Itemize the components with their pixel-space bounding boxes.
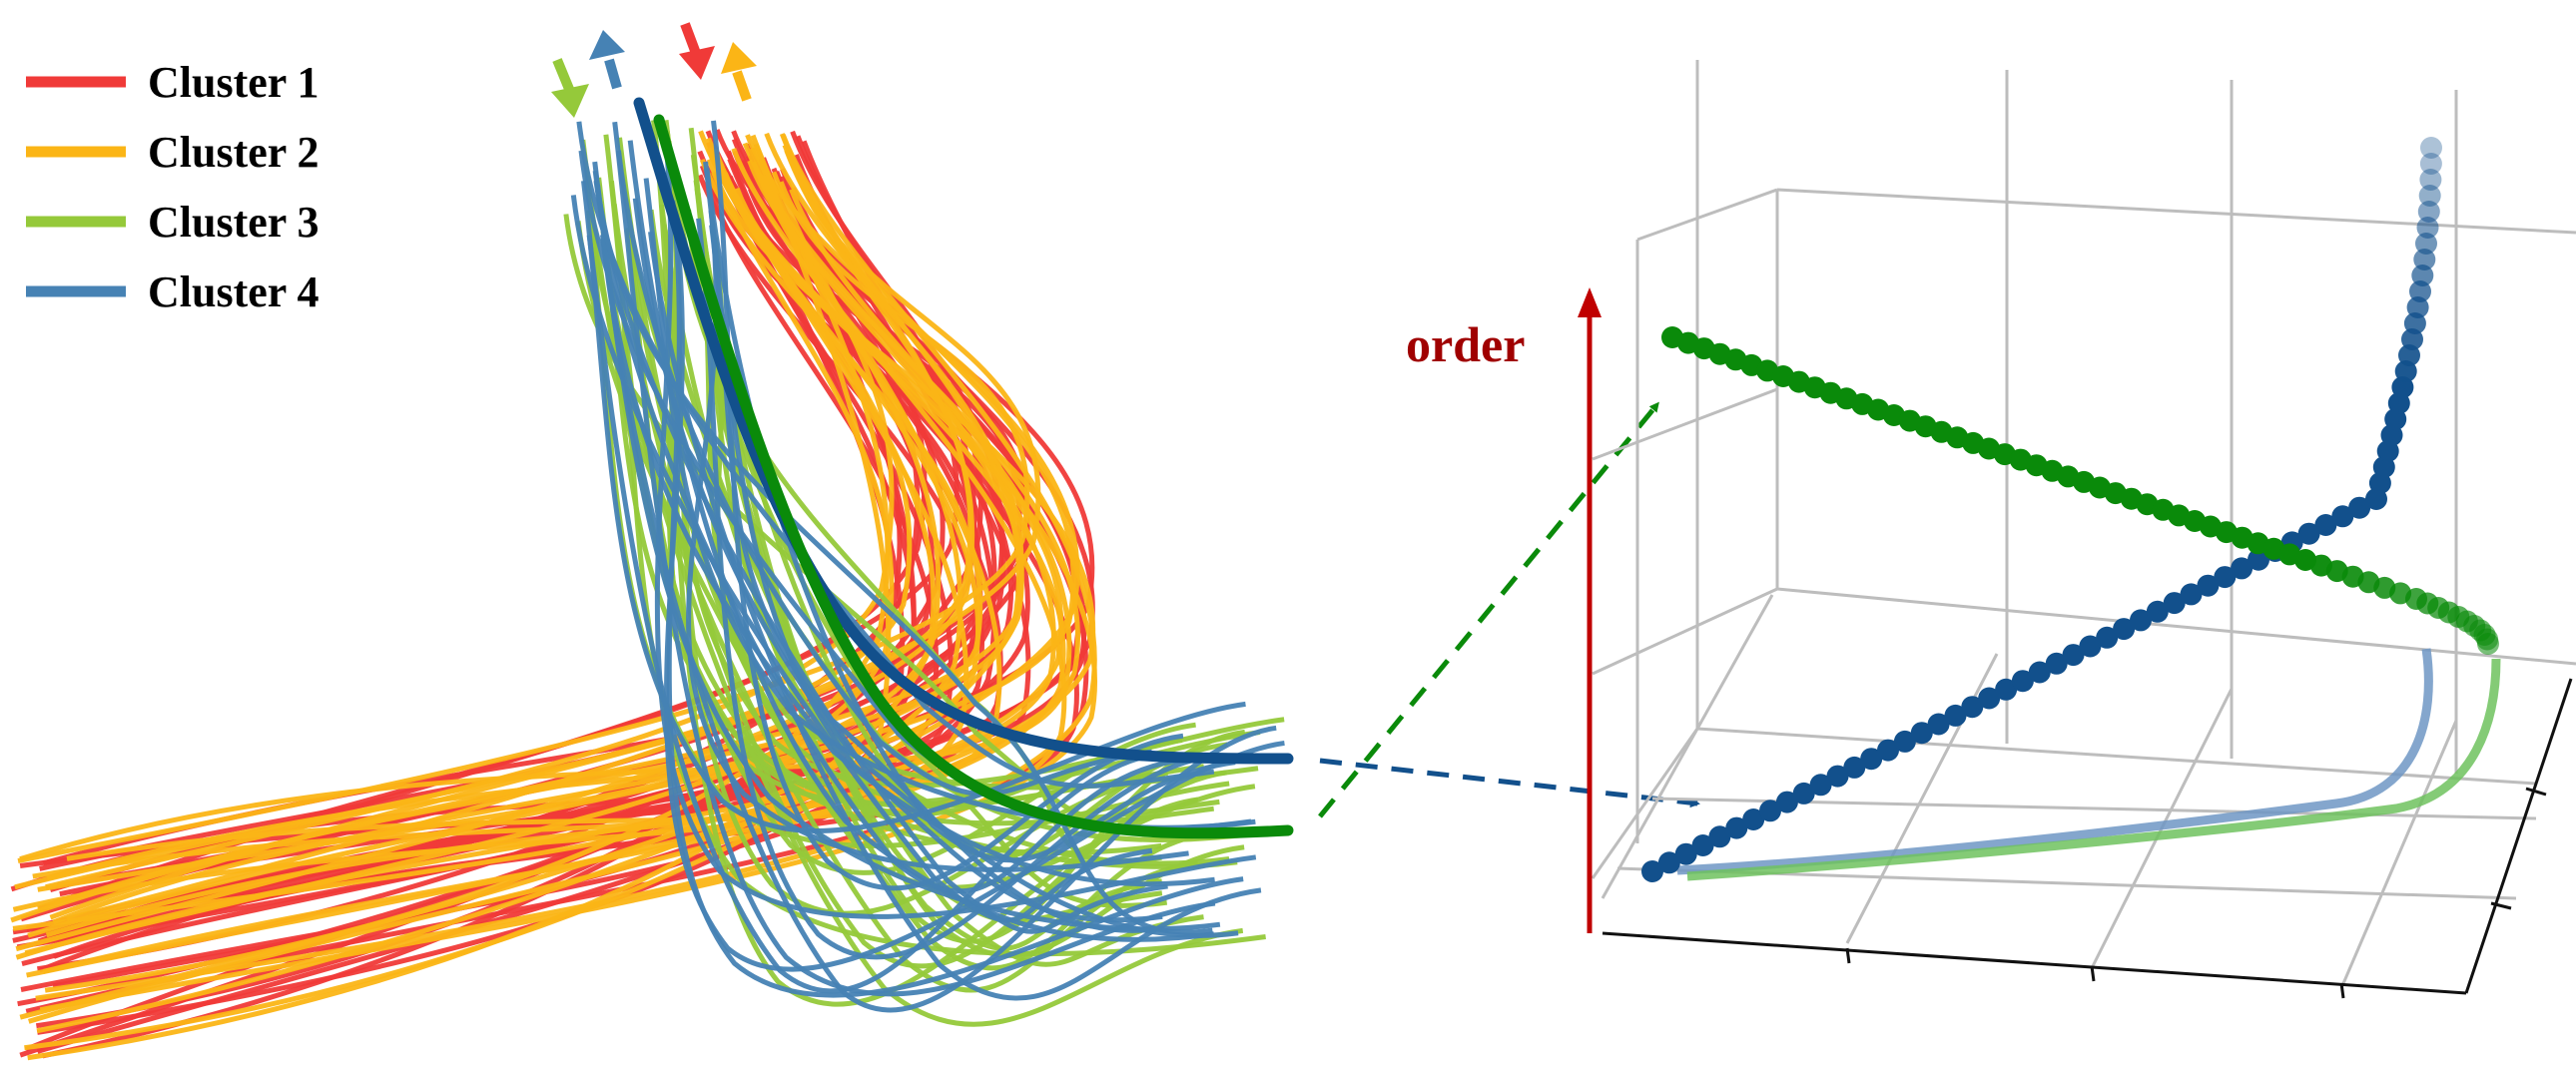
axis-floor bbox=[1602, 678, 2573, 999]
blue-point bbox=[2045, 652, 2068, 675]
blue-point bbox=[2297, 522, 2320, 545]
blue-point bbox=[2113, 618, 2136, 641]
blue-point bbox=[2419, 169, 2442, 191]
cluster-4-streamlines bbox=[570, 120, 1285, 1013]
streamline bbox=[15, 142, 1056, 960]
blue-point bbox=[1792, 782, 1815, 804]
legend: Cluster 1 Cluster 2 Cluster 3 Cluster 4 bbox=[26, 58, 320, 316]
blue-point bbox=[1674, 842, 1697, 865]
plot-3d-panel: order bbox=[1406, 60, 2576, 999]
streamline bbox=[17, 181, 1030, 863]
floor-curve-green bbox=[1686, 658, 2501, 881]
order-axis-label: order bbox=[1406, 316, 1525, 372]
connector-blue-dashed bbox=[1319, 758, 1700, 808]
blue-point bbox=[1708, 825, 1731, 848]
streamline bbox=[49, 149, 973, 920]
highlight-green-streamline bbox=[653, 114, 1294, 839]
streamline bbox=[654, 128, 1257, 919]
blue-point bbox=[2146, 600, 2169, 623]
arrow-up-orange-icon bbox=[721, 42, 757, 102]
blue-point bbox=[2415, 233, 2437, 255]
blue-point bbox=[1927, 713, 1950, 736]
blue-point bbox=[2079, 635, 2102, 658]
streamline bbox=[694, 188, 1168, 807]
blue-point bbox=[2331, 505, 2354, 528]
blue-point bbox=[1657, 851, 1680, 874]
blue-point bbox=[2214, 566, 2237, 589]
blue-point bbox=[1826, 765, 1849, 788]
blue-point bbox=[2413, 249, 2436, 270]
streamline bbox=[66, 147, 1067, 861]
blue-point bbox=[1691, 834, 1714, 856]
blue-point bbox=[2419, 153, 2442, 175]
blue-point bbox=[1944, 704, 1967, 727]
blue-point bbox=[1877, 739, 1899, 762]
blue-point bbox=[2417, 201, 2440, 223]
blue-point bbox=[2314, 514, 2337, 536]
order-axis: order bbox=[1406, 287, 1602, 933]
blue-point bbox=[1641, 860, 1663, 882]
streamline bbox=[586, 235, 1159, 994]
legend-label-3: Cluster 3 bbox=[148, 198, 320, 247]
blue-point bbox=[2411, 265, 2434, 286]
blue-point bbox=[1809, 774, 1832, 797]
floor-curve-blue bbox=[1676, 648, 2433, 875]
blue-point bbox=[1995, 678, 2018, 701]
blue-point bbox=[2011, 670, 2034, 693]
legend-label-1: Cluster 1 bbox=[148, 58, 320, 107]
blue-point bbox=[2096, 626, 2119, 649]
blue-point bbox=[2418, 185, 2441, 207]
streamline bbox=[14, 148, 913, 890]
blue-point bbox=[2231, 557, 2254, 580]
streamline-panel bbox=[10, 22, 1294, 1061]
green-point-sequence bbox=[1661, 326, 2499, 655]
streamline bbox=[648, 231, 1262, 1001]
blue-point bbox=[1742, 808, 1765, 830]
legend-label-4: Cluster 4 bbox=[148, 268, 320, 316]
blue-point bbox=[1860, 748, 1883, 771]
blue-point bbox=[1961, 696, 1984, 719]
blue-point bbox=[2248, 548, 2269, 571]
blue-point bbox=[2420, 137, 2442, 159]
blue-point bbox=[1910, 722, 1933, 745]
blue-point-sequence bbox=[1641, 137, 2442, 882]
streamline bbox=[612, 121, 1216, 997]
blue-point bbox=[2197, 574, 2220, 597]
blue-point bbox=[1843, 756, 1866, 779]
direction-arrows bbox=[551, 22, 757, 118]
blue-point bbox=[1775, 791, 1798, 813]
arrow-down-green-icon bbox=[551, 58, 589, 118]
blue-point bbox=[1759, 800, 1781, 822]
arrow-up-blue-icon bbox=[589, 30, 625, 90]
streamline bbox=[581, 180, 1246, 833]
cluster-2-streamlines bbox=[10, 130, 1097, 1061]
blue-point bbox=[2062, 644, 2085, 667]
blue-point bbox=[2180, 583, 2203, 606]
blue-point bbox=[1725, 816, 1748, 839]
blue-point bbox=[2348, 496, 2371, 519]
legend-label-2: Cluster 2 bbox=[148, 128, 320, 177]
arrow-down-red-icon bbox=[679, 22, 715, 80]
blue-point bbox=[1978, 687, 2001, 710]
blue-point bbox=[2130, 609, 2152, 632]
green-point bbox=[2477, 633, 2499, 655]
blue-point bbox=[2416, 217, 2439, 239]
connector-green-dashed bbox=[1318, 401, 1659, 818]
blue-point bbox=[2028, 661, 2051, 684]
streamline bbox=[66, 169, 1041, 922]
blue-point bbox=[2163, 592, 2186, 615]
highlight-blue-streamline bbox=[633, 97, 1294, 765]
blue-point bbox=[1893, 730, 1916, 753]
